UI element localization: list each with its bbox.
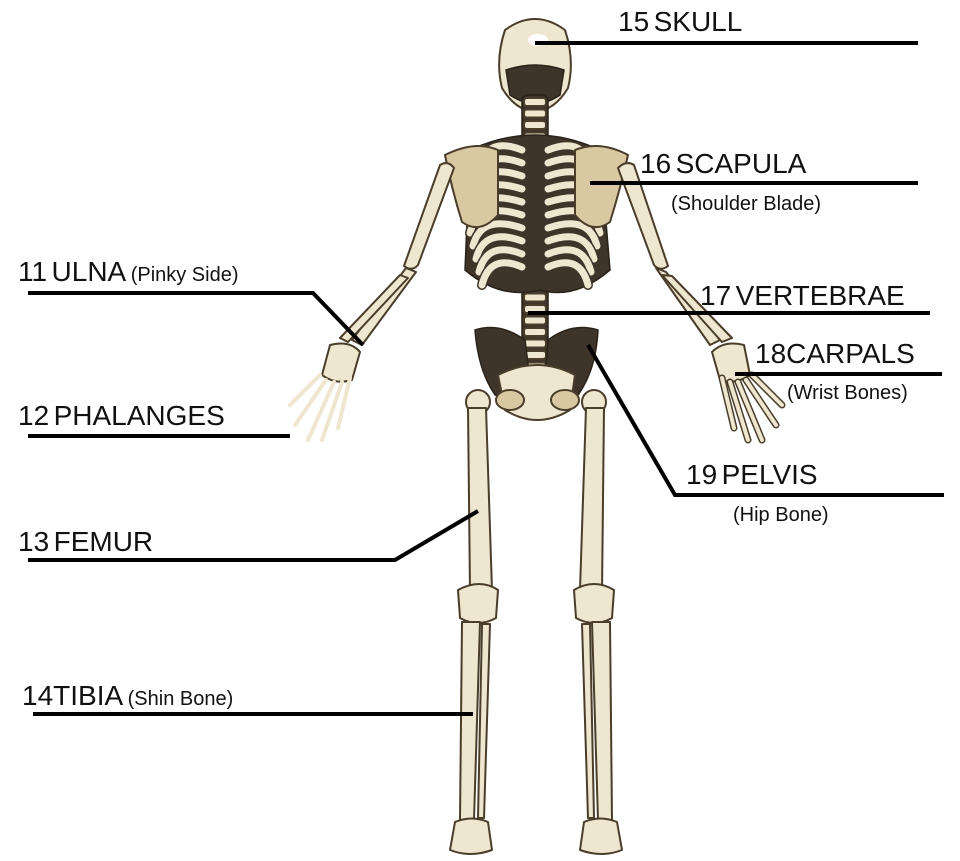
label-name: FEMUR (54, 526, 154, 557)
leader-ulna (28, 293, 363, 345)
vertebra-shape (524, 317, 546, 325)
label-vertebrae: 17 VERTEBRAE (700, 282, 905, 310)
label-number: 11 (18, 256, 47, 287)
label-subtitle: (Pinky Side) (131, 264, 239, 286)
label-number: 16 (640, 148, 671, 179)
label-femur: 13 FEMUR (18, 528, 153, 556)
label-name: ULNA (52, 256, 127, 287)
label-carpals-subtitle: (Wrist Bones) (787, 383, 908, 403)
vertebra-shape (524, 340, 546, 348)
label-name: TIBIA (53, 680, 123, 711)
vertebra-shape (524, 98, 546, 106)
vertebra-shape (524, 110, 546, 118)
label-pelvis: 19 PELVIS (686, 461, 818, 489)
label-phalanges: 12 PHALANGES (18, 402, 225, 430)
label-number: 17 (700, 280, 731, 311)
left-arm-shape (290, 163, 454, 440)
label-name: PHALANGES (54, 400, 225, 431)
label-ulna: 11 ULNA (Pinky Side) (18, 258, 239, 286)
label-scapula: 16 SCAPULA (640, 150, 806, 178)
label-number: 12 (18, 400, 49, 431)
label-number: 15 (618, 6, 649, 37)
left-leg-shape (450, 390, 498, 854)
label-number: 13 (18, 526, 49, 557)
label-tibia: 14TIBIA (Shin Bone) (22, 682, 233, 710)
vertebra-shape (524, 294, 546, 302)
label-subtitle: (Shin Bone) (128, 688, 234, 710)
scapula-left-shape (445, 146, 498, 227)
label-number: 14 (22, 680, 53, 711)
vertebra-shape (524, 328, 546, 336)
right-leg-shape (574, 390, 622, 854)
label-name: VERTEBRAE (736, 280, 905, 311)
label-number: 19 (686, 459, 717, 490)
scapula-right-shape (575, 146, 628, 227)
label-scapula-subtitle: (Shoulder Blade) (671, 194, 821, 214)
label-name: CARPALS (786, 338, 915, 369)
label-name: PELVIS (722, 459, 818, 490)
label-number: 18 (755, 338, 786, 369)
label-name: SKULL (654, 6, 743, 37)
vertebra-shape (524, 121, 546, 129)
label-pelvis-subtitle: (Hip Bone) (733, 505, 829, 525)
label-carpals: 18CARPALS (755, 340, 915, 368)
label-name: SCAPULA (676, 148, 807, 179)
label-skull: 15 SKULL (618, 8, 742, 36)
